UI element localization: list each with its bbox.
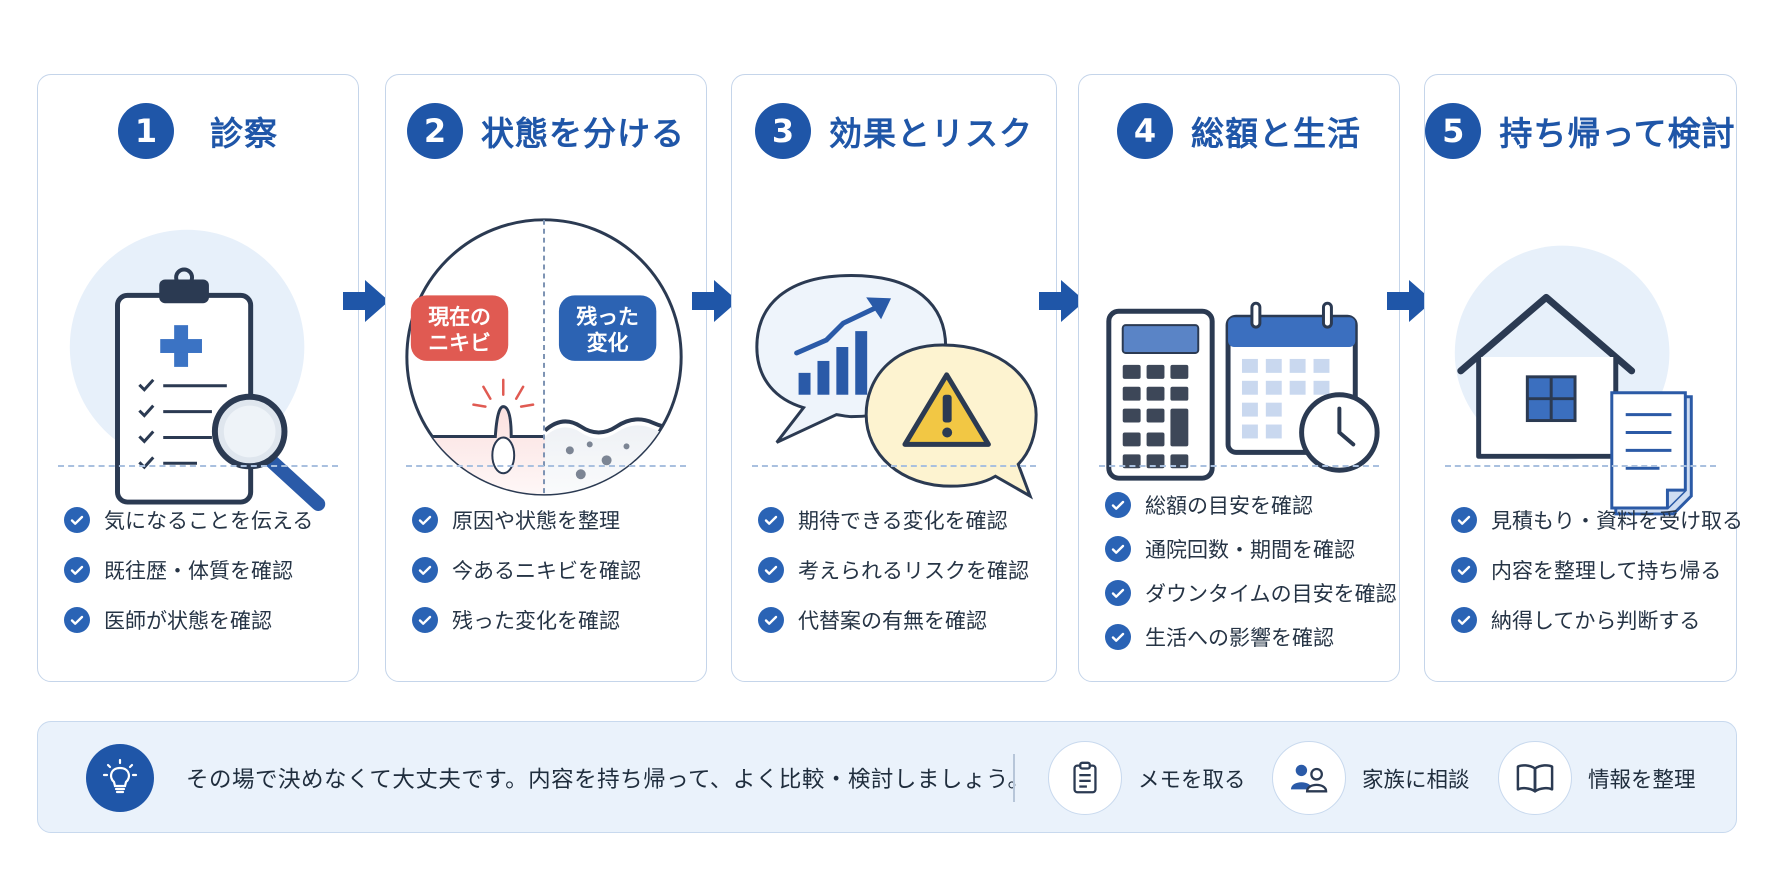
list-item: 内容を整理して持ち帰る — [1451, 545, 1726, 595]
step-number: 3 — [755, 103, 811, 159]
check-icon — [64, 607, 90, 633]
check-icon — [758, 557, 784, 583]
list-item: 残った変化を確認 — [412, 595, 696, 645]
arrow-right-icon — [1387, 280, 1433, 322]
divider — [1099, 465, 1379, 467]
step-4-card: 4 総額と生活 — [1078, 74, 1400, 682]
check-icon — [1105, 624, 1131, 650]
step-5-header: 5 持ち帰って検討 — [1425, 103, 1736, 159]
check-icon — [758, 607, 784, 633]
step-1-header: 1 診察 — [38, 103, 358, 159]
list-item: 見積もり・資料を受け取る — [1451, 495, 1743, 545]
step-2-card: 2 状態を分ける — [385, 74, 707, 682]
family-icon — [1272, 741, 1346, 815]
list-item: 気になることを伝える — [64, 495, 348, 545]
step-number: 4 — [1117, 103, 1173, 159]
step-1-checklist: 気になることを伝える 既往歴・体質を確認 医師が状態を確認 — [64, 495, 348, 645]
check-icon — [64, 557, 90, 583]
divider — [406, 465, 686, 467]
list-item: ダウンタイムの目安を確認 — [1105, 571, 1397, 615]
divider — [1445, 465, 1716, 467]
clipboard-icon — [1048, 741, 1122, 815]
advice-banner: その場で決めなくて大丈夫です。内容を持ち帰って、よく比較・検討しましょう。 メモ… — [37, 721, 1737, 833]
list-item: 代替案の有無を確認 — [758, 595, 1046, 645]
divider — [58, 465, 338, 467]
badge-current-line1: 現在の — [428, 305, 491, 329]
book-icon — [1498, 741, 1572, 815]
banner-divider — [1013, 754, 1015, 802]
check-icon — [1105, 580, 1131, 606]
badge-remaining-line2: 変化 — [587, 331, 629, 355]
step-number: 1 — [118, 103, 174, 159]
list-item: 原因や状態を整理 — [412, 495, 696, 545]
step-3-header: 3 効果とリスク — [732, 103, 1056, 159]
step-title: 診察 — [210, 114, 278, 153]
list-item: 通院回数・期間を確認 — [1105, 527, 1389, 571]
step-number: 5 — [1425, 103, 1482, 159]
list-item: 総額の目安を確認 — [1105, 483, 1389, 527]
effect-risk-illustration — [732, 175, 1056, 525]
calculator-calendar-illustration — [1079, 175, 1399, 525]
badge-current-line2: ニキビ — [428, 331, 491, 355]
tip-label: 情報を整理 — [1588, 767, 1696, 793]
tip-consult-family: 家族に相談 — [1272, 736, 1470, 820]
list-item: 生活への影響を確認 — [1105, 615, 1389, 659]
badge-remaining-line1: 残った — [576, 305, 639, 329]
step-2-checklist: 原因や状態を整理 今あるニキビを確認 残った変化を確認 — [412, 495, 696, 645]
divider — [752, 465, 1036, 467]
step-2-header: 2 状態を分ける — [386, 103, 706, 159]
list-item: 今あるニキビを確認 — [412, 545, 696, 595]
step-title: 持ち帰って検討 — [1499, 114, 1736, 153]
check-icon — [1451, 557, 1477, 583]
tip-label: 家族に相談 — [1362, 767, 1470, 793]
arrow-right-icon — [1039, 280, 1085, 322]
list-item: 納得してから判断する — [1451, 595, 1726, 645]
list-item: 既往歴・体質を確認 — [64, 545, 348, 595]
check-icon — [412, 607, 438, 633]
check-icon — [1105, 536, 1131, 562]
step-1-card: 1 診察 気になることを伝える 既往歴・体質を確認 医師が状態を確認 — [37, 74, 359, 682]
check-icon — [412, 507, 438, 533]
banner-message: その場で決めなくて大丈夫です。内容を持ち帰って、よく比較・検討しましょう。 — [186, 767, 1031, 793]
check-icon — [1451, 607, 1477, 633]
arrow-right-icon — [692, 280, 738, 322]
tip-label: メモを取る — [1138, 767, 1246, 793]
step-number: 2 — [407, 103, 463, 159]
step-5-checklist: 見積もり・資料を受け取る 内容を整理して持ち帰る 納得してから判断する — [1451, 495, 1743, 645]
skin-comparison-illustration: 現在の ニキビ 残った 変化 — [386, 175, 706, 525]
step-title: 総額と生活 — [1191, 114, 1361, 153]
arrow-right-icon — [343, 280, 389, 322]
step-title: 状態を分ける — [481, 114, 685, 153]
step-4-checklist: 総額の目安を確認 通院回数・期間を確認 ダウンタイムの目安を確認 生活への影響を… — [1105, 483, 1397, 659]
step-3-card: 3 効果とリスク 期待できる変化を確認 考えられるリスクを確認 代替案の有無を確… — [731, 74, 1057, 682]
lightbulb-icon — [86, 744, 154, 812]
check-icon — [412, 557, 438, 583]
check-icon — [64, 507, 90, 533]
tip-take-notes: メモを取る — [1048, 736, 1246, 820]
step-title: 効果とリスク — [829, 114, 1033, 153]
list-item: 考えられるリスクを確認 — [758, 545, 1046, 595]
check-icon — [758, 507, 784, 533]
house-document-illustration — [1425, 175, 1736, 525]
check-icon — [1451, 507, 1477, 533]
step-5-card: 5 持ち帰って検討 見積もり・資料を受け取る 内容を整理して持ち帰る 納得してか… — [1424, 74, 1743, 682]
list-item: 医師が状態を確認 — [64, 595, 348, 645]
check-icon — [1105, 492, 1131, 518]
tip-organize-info: 情報を整理 — [1498, 736, 1696, 820]
clipboard-magnifier-illustration — [38, 175, 358, 525]
list-item: 期待できる変化を確認 — [758, 495, 1046, 545]
step-4-header: 4 総額と生活 — [1079, 103, 1399, 159]
step-3-checklist: 期待できる変化を確認 考えられるリスクを確認 代替案の有無を確認 — [758, 495, 1046, 645]
